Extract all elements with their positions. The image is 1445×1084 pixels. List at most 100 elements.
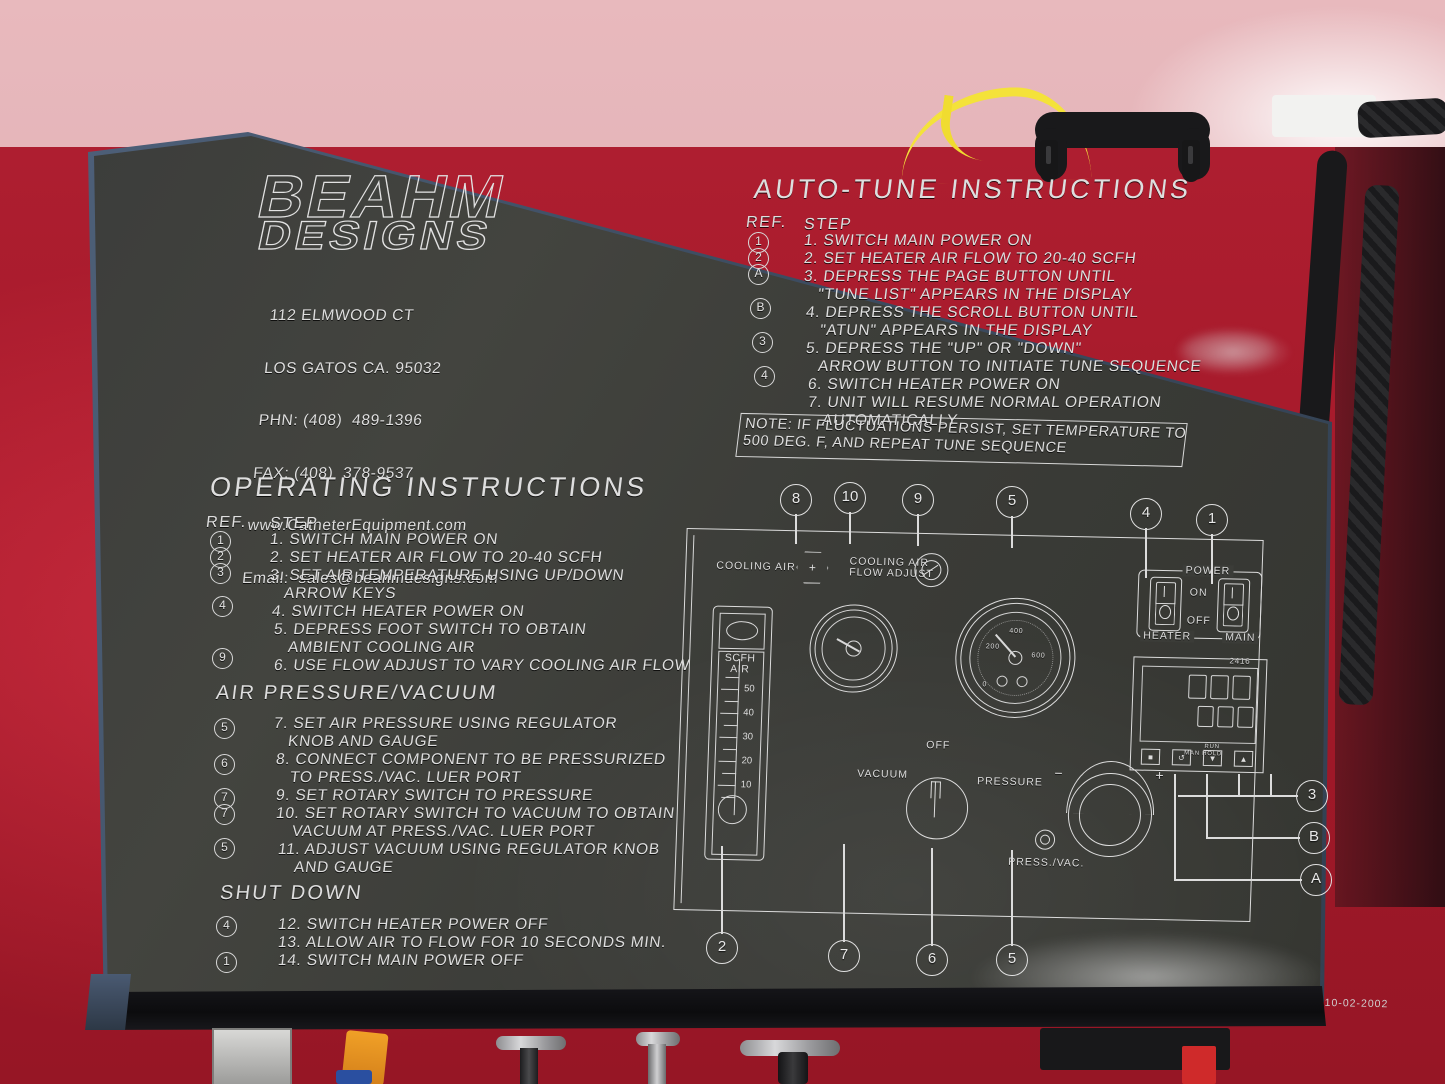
autotune-title: AUTO-TUNE INSTRUCTIONS <box>752 174 1194 204</box>
controller-scroll-button[interactable]: ↺ <box>1171 749 1192 766</box>
operating-ref-5: 5 <box>214 718 235 739</box>
rotary-pressure-label: PRESSURE <box>976 775 1044 789</box>
temperature-controller-2416[interactable]: 2416 RUN MAN HOLD ■ ↺ ▼ ▲ <box>1129 656 1268 774</box>
operating-step-3: 3. SET AIR TEMPERATURE USING UP/DOWN <box>269 567 626 584</box>
controller-sp-digit-2 <box>1217 706 1234 728</box>
controller-up-arrow-button[interactable]: ▲ <box>1233 750 1254 767</box>
leader-ctrl-scroll <box>1206 774 1208 838</box>
pressure-vacuum-gauge: 0 200 400 600 <box>953 596 1078 720</box>
operating-title: OPERATING INSTRUCTIONS <box>208 472 650 502</box>
operating-step-2: 2. SET HEATER AIR FLOW TO 20-40 SCFH <box>269 549 604 566</box>
operating-ref-4b: 4 <box>216 916 237 937</box>
controller-sp-digit-3 <box>1237 706 1254 728</box>
leader-right-b <box>1206 837 1300 839</box>
luer-port-inner <box>1039 834 1051 845</box>
callout-bottom-5: 5 <box>996 944 1028 976</box>
leader-bottom-6 <box>931 848 933 946</box>
leader-ctrl-down <box>1238 774 1240 796</box>
red-indicator-block <box>1182 1046 1216 1084</box>
post-shaft-1 <box>520 1048 538 1084</box>
operating-step-11: 11. ADJUST VACUUM USING REGULATOR KNOB <box>277 841 661 858</box>
power-switch-block: POWER ON OFF HEATER MAIN <box>1136 563 1263 645</box>
operating-ref-9: 9 <box>212 648 233 669</box>
autotune-step-4b: "ATUN" APPEARS IN THE DISPLAY <box>819 322 1094 339</box>
pressure-gauge-tick-600: 600 <box>1031 652 1046 660</box>
operating-step-6: 6. USE FLOW ADJUST TO VARY COOLING AIR F… <box>273 657 692 674</box>
leader-top-8 <box>795 514 797 544</box>
controller-sp-digit-1 <box>1197 705 1214 728</box>
panel-glare-top <box>1173 328 1293 376</box>
leader-ctrl-up <box>1270 774 1272 796</box>
beahm-logo: BEAHM DESIGNS <box>251 162 523 272</box>
operating-step-8: 8. CONNECT COMPONENT TO BE PRESSURIZED <box>275 751 667 768</box>
operating-ref-5b: 5 <box>214 838 235 859</box>
flow-label-40: 40 <box>743 707 755 719</box>
clear-guard-block <box>212 1028 292 1084</box>
beahm-210a-instrument: BEAHM DESIGNS 112 ELMWOOD CT LOS GATOS C… <box>85 132 1389 1030</box>
power-block-label: POWER <box>1182 564 1234 578</box>
operating-step-7b: KNOB AND GAUGE <box>287 733 440 750</box>
rotary-pointer-cap <box>930 781 942 799</box>
controller-down-arrow-button[interactable]: ▼ <box>1202 749 1223 767</box>
operating-subhead-pressure: AIR PRESSURE/VACUUM <box>214 682 499 704</box>
air-flow-meter[interactable]: SCFH AIR 50 40 30 20 1 <box>704 605 773 861</box>
enclosure-left-bevel <box>85 974 131 1030</box>
autotune-step-6: 6. SWITCH HEATER POWER ON <box>807 376 1062 393</box>
heater-rocker-top <box>1155 581 1177 605</box>
operating-step-3b: ARROW KEYS <box>283 585 398 602</box>
address-line-3: PHN: (408) 489-1396 <box>257 412 424 429</box>
controller-pv-digit-3 <box>1232 675 1251 700</box>
post-clamp-3 <box>740 1040 840 1056</box>
autotune-step-1: 1. SWITCH MAIN POWER ON <box>803 232 1034 249</box>
address-line-2: LOS GATOS CA. 95032 <box>263 359 443 377</box>
post-clamp-2 <box>636 1032 680 1046</box>
operating-step-13: 13. ALLOW AIR TO FLOW FOR 10 SECONDS MIN… <box>277 934 668 951</box>
flow-label-10: 10 <box>740 779 752 791</box>
post-clamp-1 <box>496 1036 566 1050</box>
rotary-off-label: OFF <box>926 739 951 752</box>
post-shaft-2 <box>648 1044 666 1084</box>
controller-page-button[interactable]: ■ <box>1140 748 1161 766</box>
cable-clip-right <box>1182 140 1200 182</box>
power-on-label: ON <box>1189 586 1208 599</box>
autotune-step-3b: "TUNE LIST" APPEARS IN THE DISPLAY <box>817 286 1134 303</box>
pressure-gauge-tick-200: 200 <box>985 643 1000 651</box>
power-off-label: OFF <box>1186 614 1212 627</box>
rotary-vacuum-label: VACUUM <box>857 767 909 781</box>
operating-ref-7b: 7 <box>214 804 235 825</box>
flow-label-20: 20 <box>741 755 753 767</box>
leader-bottom-2 <box>721 846 723 934</box>
leader-bottom-7 <box>843 844 845 942</box>
main-switch-label: MAIN <box>1222 631 1259 645</box>
leader-top-9 <box>917 514 919 546</box>
leader-ctrl-updown-join <box>1238 795 1272 797</box>
operating-col-ref: REF. <box>205 514 249 531</box>
autotune-step-5b: ARROW BUTTON TO INITIATE TUNE SEQUENCE <box>817 358 1203 375</box>
operating-step-10b: VACUUM AT PRESS./VAC. LUER PORT <box>291 823 596 840</box>
callout-right-3: 3 <box>1296 780 1328 812</box>
callout-top-10: 10 <box>834 482 866 514</box>
callout-top-8: 8 <box>780 484 812 516</box>
post-shaft-3 <box>778 1052 808 1084</box>
autotune-step-5: 5. DEPRESS THE "UP" OR "DOWN" <box>805 340 1083 357</box>
operating-step-5: 5. DEPRESS FOOT SWITCH TO OBTAIN <box>273 621 588 638</box>
operating-ref-4: 4 <box>212 596 233 617</box>
heater-power-rocker-switch[interactable] <box>1148 576 1183 632</box>
cooling-air-label: COOLING AIR <box>716 559 796 574</box>
callout-top-5: 5 <box>996 486 1028 518</box>
operating-subhead-shutdown: SHUT DOWN <box>218 882 365 904</box>
address-line-1: 112 ELMWOOD CT <box>268 307 415 324</box>
operating-step-8b: TO PRESS./VAC. LUER PORT <box>289 769 523 786</box>
pressure-gauge-tick-0: 0 <box>982 681 988 689</box>
autotune-ref-a: A <box>748 264 769 285</box>
operating-step-12: 12. SWITCH HEATER POWER OFF <box>277 916 550 933</box>
operating-step-1: 1. SWITCH MAIN POWER ON <box>269 531 500 548</box>
callout-bottom-7: 7 <box>828 940 860 972</box>
callout-right-a: A <box>1300 864 1332 896</box>
heater-switch-label: HEATER <box>1140 629 1195 643</box>
callout-top-1: 1 <box>1196 504 1228 536</box>
leader-top-10 <box>849 512 851 544</box>
autotune-ref-4: 4 <box>754 366 775 387</box>
pressure-regulator-knob[interactable] <box>1065 760 1156 858</box>
main-power-rocker-switch[interactable] <box>1216 578 1251 633</box>
